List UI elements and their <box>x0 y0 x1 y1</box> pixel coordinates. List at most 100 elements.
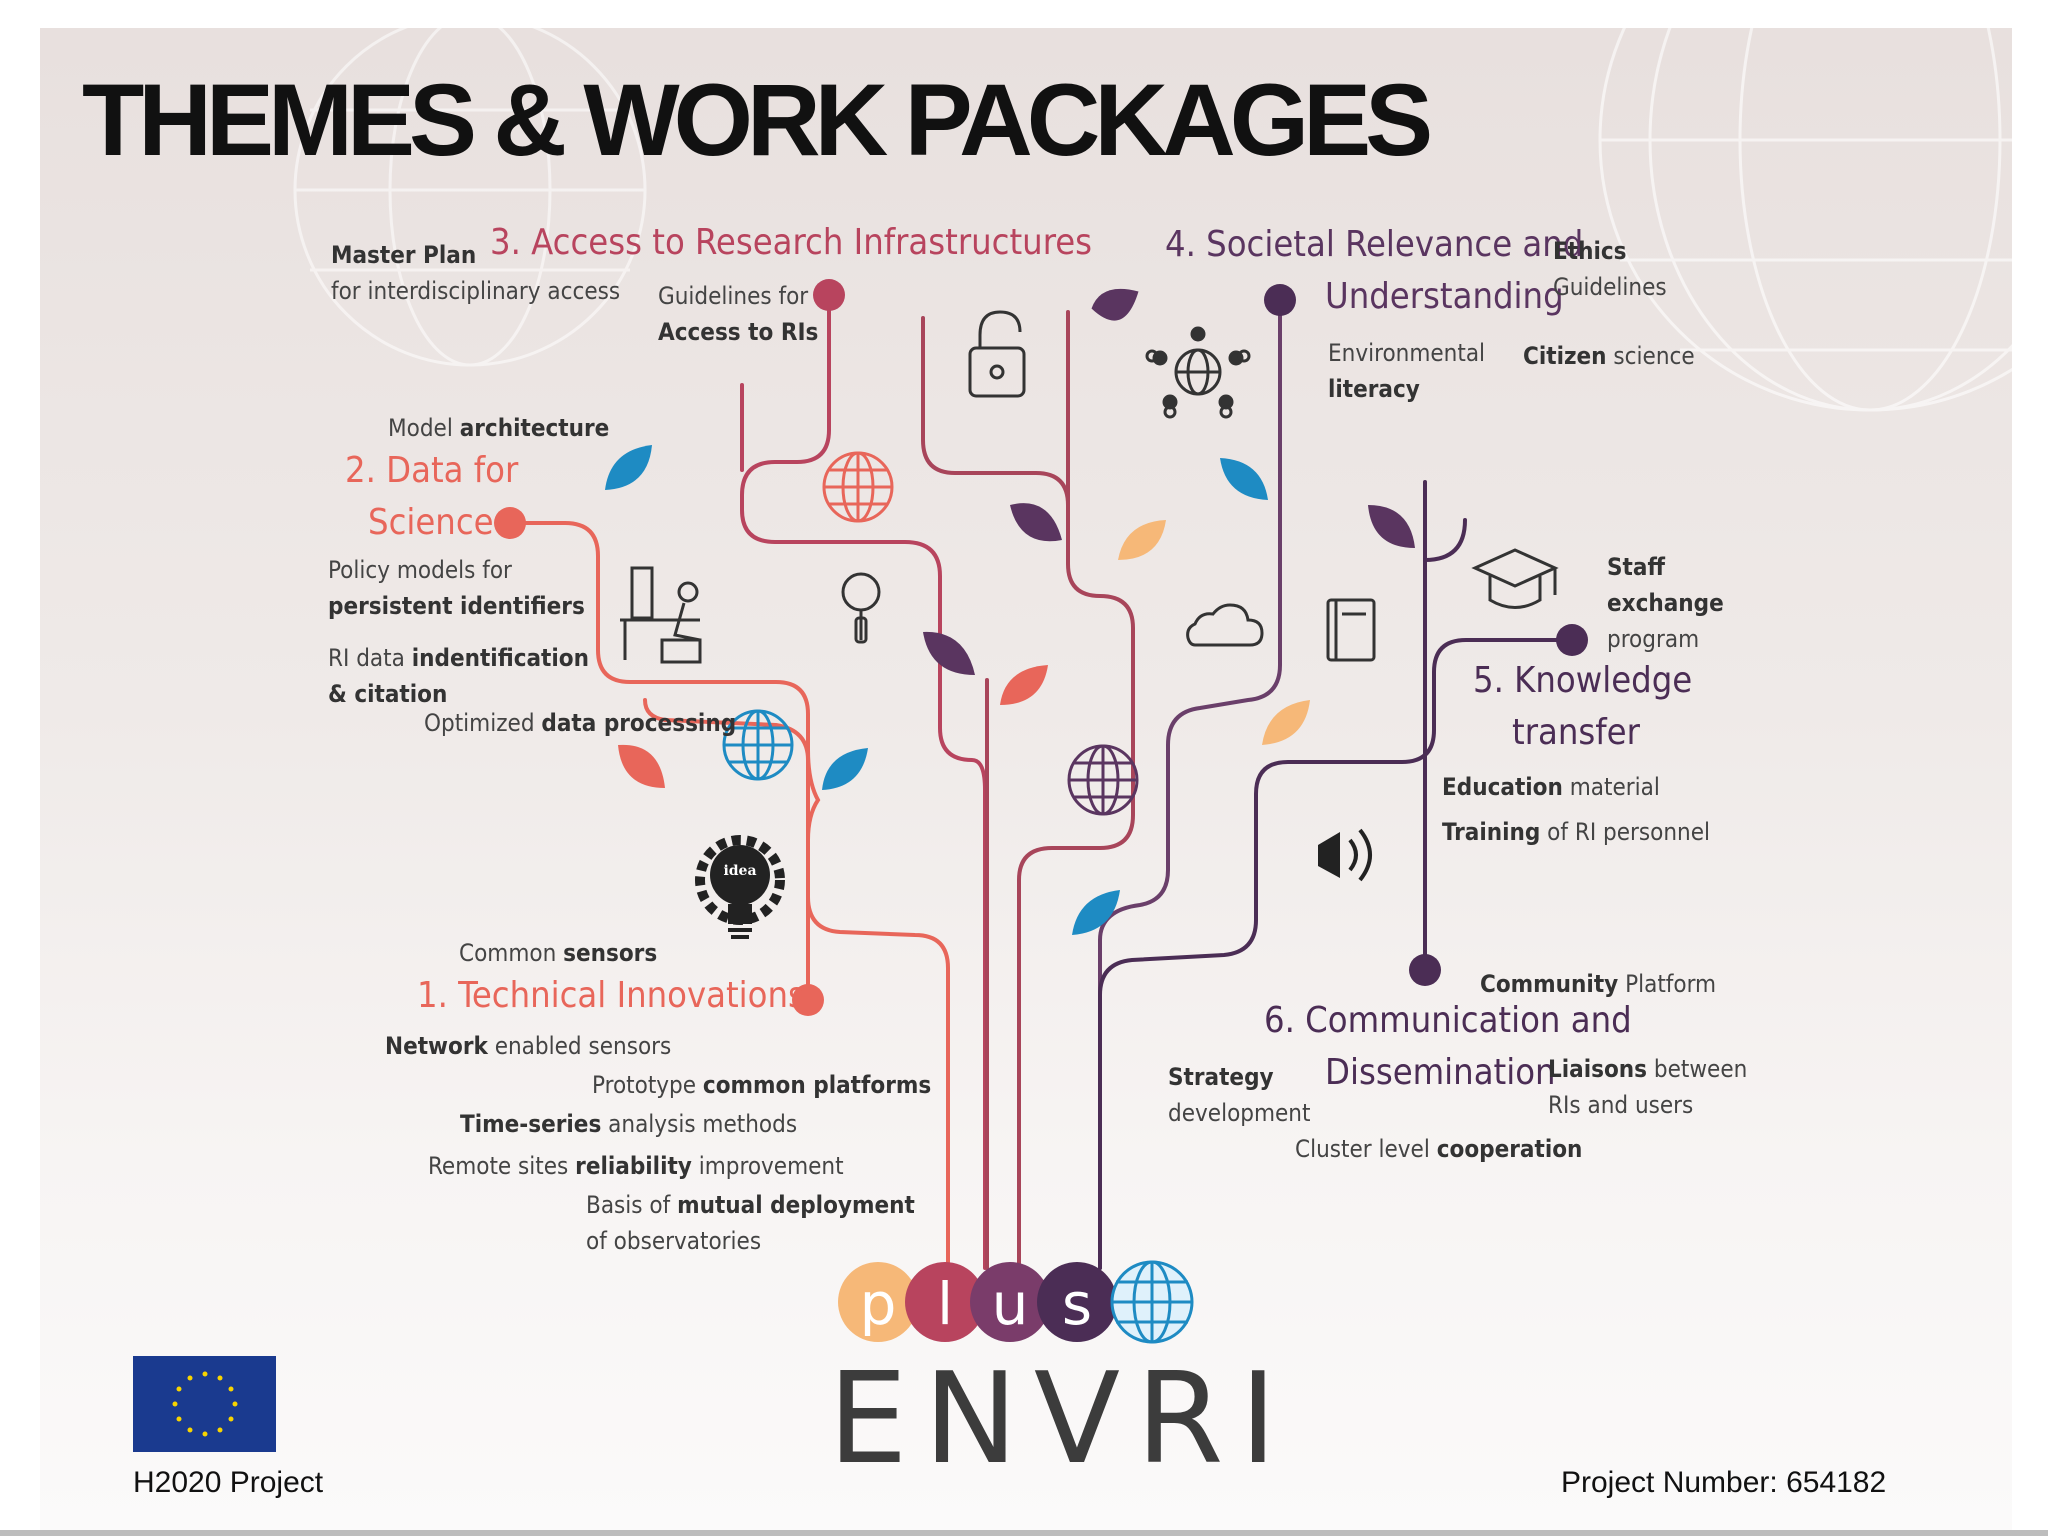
graduation-cap-icon <box>1471 548 1559 609</box>
theme-6-title-line1: 6. Communication and <box>1264 1000 1632 1041</box>
label-ris-and-users: RIs and users <box>1548 1091 1694 1119</box>
branch-technical-innovations <box>643 698 810 1000</box>
logo-letter-p: p <box>860 1270 897 1338</box>
logo-circle-p <box>838 1262 918 1342</box>
branch-rose-right <box>921 316 1135 1270</box>
theme-2-title-line2: Science <box>368 502 494 543</box>
idea-icon-text: idea <box>723 863 756 879</box>
theme-5-title-line1: 5. Knowledge <box>1473 660 1693 701</box>
background-globe-right <box>1598 0 2048 412</box>
theme-4-title-line2: Understanding <box>1325 276 1564 317</box>
label-program: program <box>1607 625 1700 653</box>
logo-circle-s <box>1037 1262 1117 1342</box>
theme-2-title-line1: 2. Data for <box>345 450 519 491</box>
label-master-plan: Master Plan <box>331 241 477 269</box>
label-cluster-cooperation: Cluster level cooperation <box>1295 1135 1583 1163</box>
logo-circle-l <box>905 1262 985 1342</box>
label-access-to-ris: Access to RIs <box>658 318 819 346</box>
branch-access-ri <box>740 291 987 1270</box>
dot-communication <box>1409 954 1441 986</box>
branch-communication-twig <box>1423 518 1467 562</box>
tree-branches <box>508 291 1574 1270</box>
idea-bulb-gear-icon: idea <box>695 835 785 939</box>
label-environmental: Environmental <box>1328 339 1486 367</box>
label-master-plan-rest: for interdisciplinary access <box>331 277 621 305</box>
label-education-material: Education material <box>1442 773 1660 801</box>
leaf-blue-1 <box>605 445 652 490</box>
theme-1-title: 1. Technical Innovations <box>417 975 805 1016</box>
label-exchange: exchange <box>1607 589 1724 617</box>
label-mutual-deployment: Basis of mutual deployment <box>586 1191 915 1219</box>
label-policy-models: Policy models for <box>328 556 512 584</box>
leaf-orange-1 <box>1000 665 1048 705</box>
logo-letter-u: u <box>992 1270 1029 1338</box>
label-remote-sites: Remote sites reliability improvement <box>428 1152 844 1180</box>
label-citizen-science: Citizen science <box>1523 342 1695 370</box>
label-common-sensors: Common sensors <box>459 939 658 967</box>
envri-logo-word: ENVRI <box>828 1345 1293 1492</box>
label-community-platform: Community Platform <box>1480 970 1717 998</box>
logo-letter-s: s <box>1062 1270 1092 1338</box>
label-ri-data: RI data indentification <box>328 644 589 672</box>
leaf-purple-1 <box>1091 288 1139 321</box>
globe-icon-orange <box>822 451 894 523</box>
theme-5-title-line2: transfer <box>1512 712 1640 753</box>
envri-plus-logo: p l u s <box>838 1260 1194 1344</box>
label-citation: & citation <box>328 680 448 708</box>
dot-societal-relevance <box>1264 284 1296 316</box>
page-title: THEMES & WORK PACKAGES <box>82 63 1433 177</box>
label-liaisons: Liaisons between <box>1548 1055 1748 1083</box>
globe-icon-purple <box>1067 744 1139 816</box>
book-icon <box>1326 598 1376 662</box>
theme-3-title: 3. Access to Research Infrastructures <box>490 222 1093 263</box>
label-strategy: Strategy <box>1168 1063 1274 1091</box>
cloud-icon <box>1186 603 1264 647</box>
leaf-peach-2 <box>1262 700 1310 745</box>
leaf-blue-3 <box>822 748 868 790</box>
leaf-blue-2 <box>1220 458 1268 500</box>
background-globe-left <box>293 13 647 367</box>
slide-bottom-border <box>0 1530 2048 1536</box>
label-ethics: Ethics <box>1553 237 1627 265</box>
globe-icon-blue <box>722 709 794 781</box>
leaf-purple-3 <box>1368 505 1415 548</box>
magnifier-icon <box>841 572 881 644</box>
leaf-purple-2 <box>1010 503 1062 542</box>
open-padlock-icon <box>968 310 1026 398</box>
label-persistent-identifiers: persistent identifiers <box>328 592 585 620</box>
logo-globe-icon <box>1110 1260 1194 1344</box>
label-literacy: literacy <box>1328 375 1420 403</box>
label-optimized-data-processing: Optimized data processing <box>424 709 737 737</box>
theme-4-title-line1: 4. Societal Relevance and <box>1165 224 1584 265</box>
label-model-architecture: Model architecture <box>388 414 610 442</box>
label-prototype-platforms: Prototype common platforms <box>592 1071 932 1099</box>
branch-societal-relevance <box>1098 298 1282 1270</box>
label-network-sensors: Network enabled sensors <box>385 1032 672 1060</box>
footer-h2020-project: H2020 Project <box>133 1466 324 1499</box>
label-training: Training of RI personnel <box>1442 818 1711 846</box>
label-staff: Staff <box>1607 553 1665 581</box>
leaf-blue-4 <box>1072 890 1120 935</box>
people-around-globe-icon <box>1145 326 1251 419</box>
label-guidelines-for: Guidelines for <box>658 282 809 310</box>
label-development: development <box>1168 1099 1311 1127</box>
dot-access-ri <box>813 279 845 311</box>
dot-technical-innovations <box>792 984 824 1016</box>
logo-letter-l: l <box>937 1270 953 1338</box>
computer-user-icon <box>620 566 702 664</box>
leaves <box>605 288 1415 935</box>
branch-knowledge-transfer <box>1098 638 1574 1270</box>
speaker-icon <box>1318 828 1372 882</box>
branch-end-dots <box>494 279 1588 1016</box>
eu-flag-icon <box>133 1356 276 1452</box>
label-ethics-guidelines: Guidelines <box>1553 273 1667 301</box>
leaf-orange-2 <box>618 744 665 788</box>
leaf-purple-4 <box>923 631 975 675</box>
leaf-peach-1 <box>1118 520 1166 560</box>
theme-6-title-line2: Dissemination <box>1325 1052 1556 1093</box>
dot-knowledge-transfer <box>1556 624 1588 656</box>
label-of-observatories: of observatories <box>586 1227 762 1255</box>
label-time-series: Time-series analysis methods <box>460 1110 798 1138</box>
footer-project-number: Project Number: 654182 <box>1561 1466 1887 1499</box>
